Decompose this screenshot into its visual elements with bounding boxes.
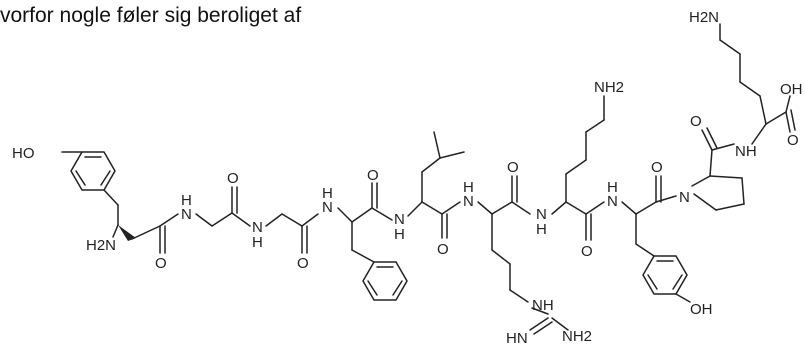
atom-n-phe4: N — [322, 199, 333, 216]
atom-o-c3: O — [297, 255, 309, 272]
atom-n-pro9: N — [679, 189, 690, 206]
atom-o-c2: O — [227, 170, 239, 187]
atom-nh-guanidine: NH — [532, 297, 554, 314]
atom-o-c7: O — [581, 243, 593, 260]
atom-h-leu5: H — [394, 226, 405, 243]
caption-text: vorfor nogle føler sig beroliget af — [0, 4, 302, 27]
atom-oh-cooh: OH — [780, 81, 803, 98]
bond-lines — [61, 23, 796, 335]
atom-h-lys7: H — [536, 221, 547, 238]
atom-h-arg6: H — [463, 179, 474, 196]
atom-h-gly2: H — [181, 192, 192, 209]
atom-ho-tyr1: HO — [12, 145, 35, 162]
atom-o-c1: O — [155, 255, 167, 272]
atom-o-c9: O — [690, 113, 702, 130]
atom-h-gly3: H — [252, 234, 263, 251]
atom-nh2-guanidine: NH2 — [562, 328, 592, 345]
atom-h2n-lys10: H2N — [689, 9, 719, 26]
atom-hn-guanidine: HN — [506, 330, 528, 347]
atom-h2n-nterm: H2N — [86, 237, 116, 254]
atom-h-tyr8: H — [607, 179, 618, 196]
atom-nh-lys10: NH — [735, 143, 757, 160]
atom-n-arg6: N — [463, 193, 474, 210]
atom-o-c8: O — [651, 159, 663, 176]
atom-o-c6: O — [507, 159, 519, 176]
atom-o-c5: O — [437, 241, 449, 258]
atom-o-c4: O — [367, 167, 379, 184]
atom-n-tyr8: N — [607, 193, 618, 210]
atom-n-lys7: N — [536, 206, 547, 223]
atom-h-phe4: H — [322, 185, 333, 202]
atom-n-gly2: N — [181, 206, 192, 223]
atom-n-gly3: N — [252, 219, 263, 236]
atom-n-leu5: N — [394, 211, 405, 228]
atom-labels: HO H2N O N H O N H O N H O N H O N H O N… — [12, 9, 803, 347]
atom-oh-tyr8: OH — [690, 301, 713, 318]
atom-o-cooh: O — [787, 132, 799, 149]
atom-nh2-lys7: NH2 — [594, 79, 624, 96]
